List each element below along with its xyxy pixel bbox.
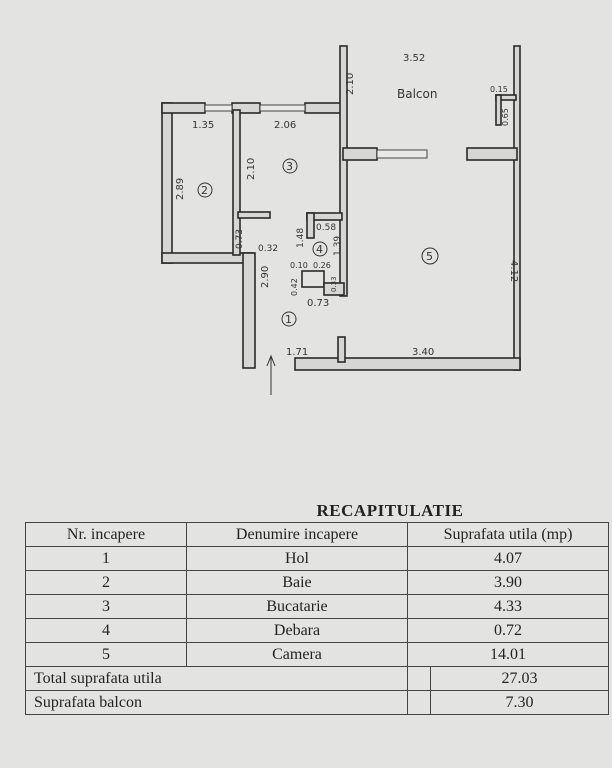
- walls: [161, 45, 521, 371]
- dimension-labels: 3.52 2.10 0.15 0.65 1.35 2.06 2.89 2.10 …: [175, 53, 519, 358]
- dim-label: 1.35: [192, 120, 214, 131]
- room-name: Camera: [186, 642, 408, 667]
- balcony-label: Balcon: [397, 87, 437, 101]
- dim-label: 1.71: [286, 347, 308, 358]
- empty-cell: [407, 690, 431, 715]
- column-header: Suprafata utila (mp): [407, 522, 609, 547]
- room-number: 4: [25, 618, 187, 643]
- room-name: Baie: [186, 570, 408, 595]
- empty-cell: [407, 666, 431, 691]
- room-number: 1: [25, 546, 187, 571]
- dim-label: 0.58: [316, 223, 336, 233]
- column-header: Nr. incapere: [25, 522, 187, 547]
- floor-plan: 3.52 2.10 0.15 0.65 1.35 2.06 2.89 2.10 …: [161, 45, 521, 395]
- room-number-label: 2: [201, 184, 208, 197]
- room-area: 3.90: [407, 570, 609, 595]
- room-numbers: 1 2 3 4 5: [197, 158, 439, 327]
- room-number-label: 5: [426, 250, 433, 263]
- dim-label: 1.48: [296, 228, 306, 248]
- dim-label: 2.06: [274, 120, 296, 131]
- total-label: Total suprafata utila: [25, 666, 387, 691]
- dim-label: 0.32: [258, 244, 278, 254]
- dim-label: 2.10: [345, 73, 356, 95]
- room-name: Debara: [186, 618, 408, 643]
- dim-label: 0.73: [235, 229, 245, 249]
- empty-cell: [387, 690, 408, 715]
- room-area: 0.72: [407, 618, 609, 643]
- dim-label: 0.10: [290, 261, 308, 270]
- room-number: 2: [25, 570, 187, 595]
- dim-label: 0.33: [330, 276, 338, 292]
- room-number-label: 1: [285, 313, 292, 326]
- room-number: 3: [25, 594, 187, 619]
- dim-label: 3.40: [412, 347, 434, 358]
- room-area: 4.33: [407, 594, 609, 619]
- summary-table: Nr. incapere Denumire incapere Suprafata…: [25, 522, 609, 715]
- dim-label: 0.42: [290, 278, 299, 296]
- summary-title: RECAPITULATIE: [316, 501, 464, 520]
- dim-label: 2.90: [260, 266, 271, 288]
- entrance-arrow-icon: [266, 354, 276, 395]
- room-name: Bucatarie: [186, 594, 408, 619]
- dim-label: 4.12: [508, 260, 519, 282]
- balcony-area-value: 7.30: [430, 690, 609, 715]
- room-area: 14.01: [407, 642, 609, 667]
- dim-label: 2.10: [246, 158, 257, 180]
- room-number-label: 4: [316, 243, 323, 256]
- room-name: Hol: [186, 546, 408, 571]
- column-header: Denumire incapere: [186, 522, 408, 547]
- balcony-row: Suprafata balcon 7.30: [25, 690, 609, 715]
- room-number: 5: [25, 642, 187, 667]
- room-number-label: 3: [286, 160, 293, 173]
- dim-label: 2.89: [175, 178, 186, 200]
- dim-label: 3.52: [403, 53, 425, 64]
- room-area: 4.07: [407, 546, 609, 571]
- table-header-row: Nr. incapere Denumire incapere Suprafata…: [25, 522, 609, 547]
- dim-label: 0.26: [313, 261, 331, 270]
- empty-cell: [387, 666, 408, 691]
- dim-label: 0.73: [307, 298, 329, 309]
- total-row: Total suprafata utila 27.03: [25, 666, 609, 691]
- total-value: 27.03: [430, 666, 609, 691]
- dim-label: 0.65: [501, 108, 510, 126]
- windows: [204, 104, 428, 159]
- dim-label: 1.39: [333, 236, 343, 256]
- balcony-area-label: Suprafata balcon: [25, 690, 387, 715]
- dim-label: 0.15: [490, 85, 508, 94]
